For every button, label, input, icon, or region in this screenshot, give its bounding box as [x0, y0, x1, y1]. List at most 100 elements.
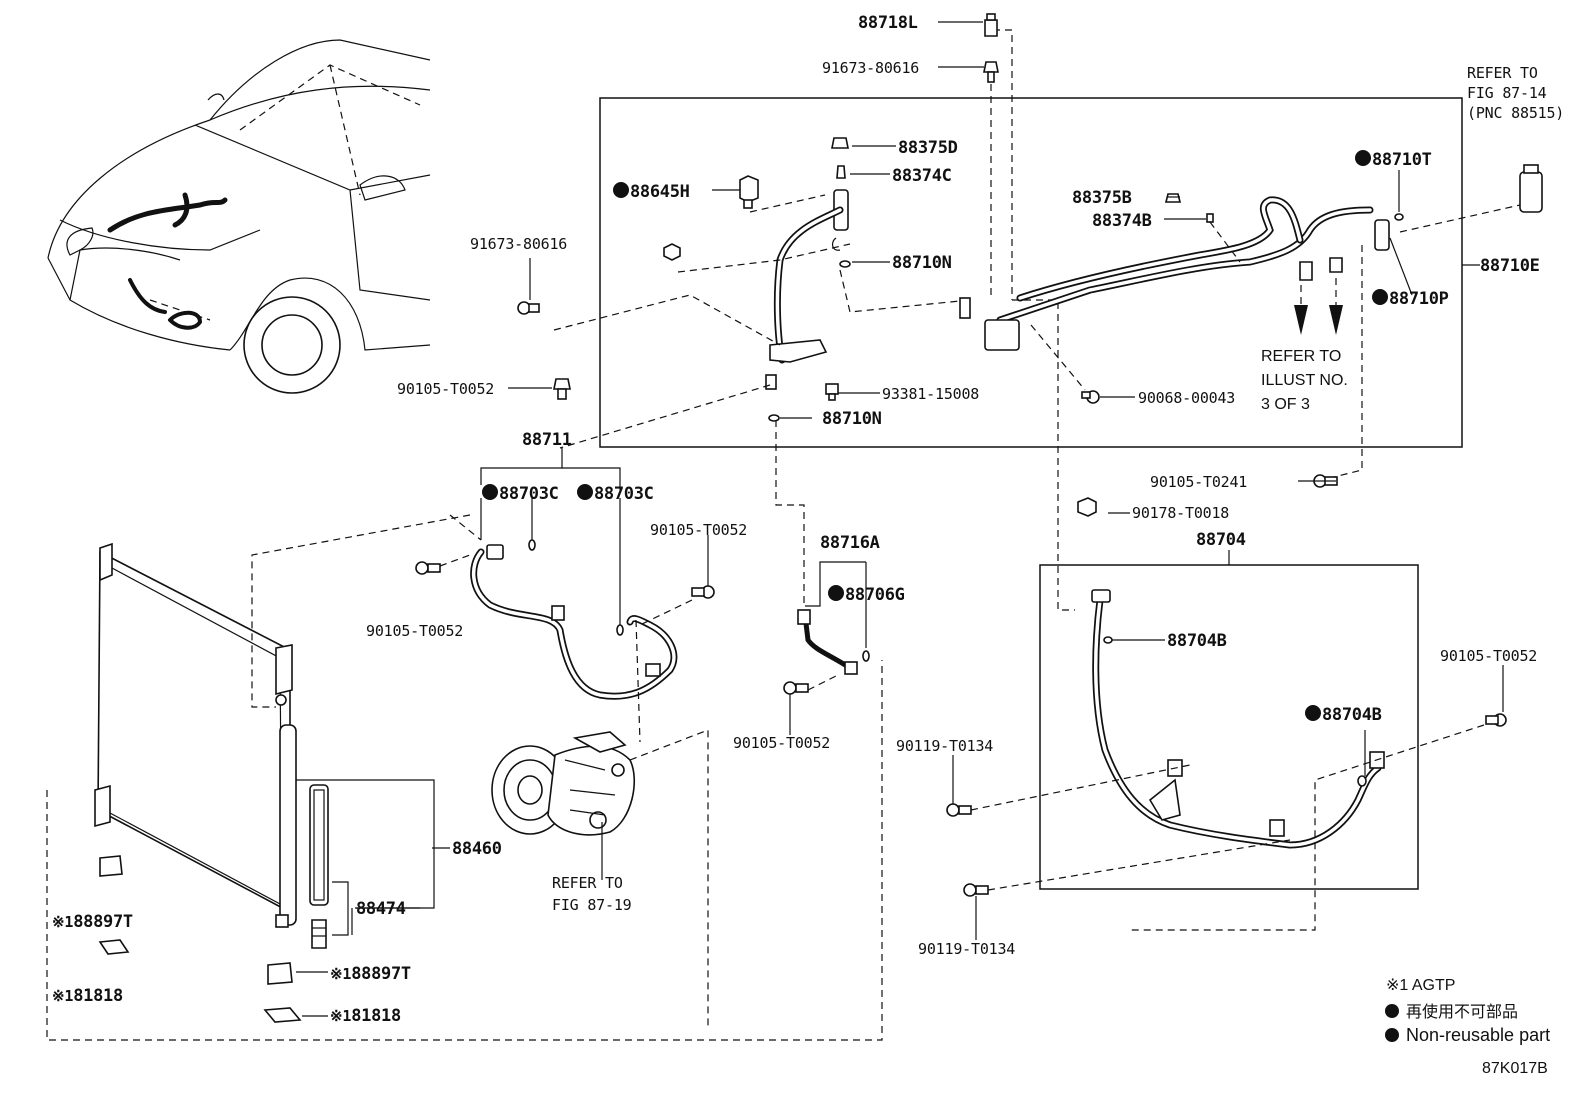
refer-fig-87-19-line2: FIG 87-19 [552, 896, 632, 914]
oring-88710N-upper [839, 260, 851, 268]
label-88897T-b: ※188897T [330, 964, 411, 984]
oring-88703C-b [616, 624, 624, 636]
figure-code: 87K017B [1482, 1060, 1548, 1077]
label-88711: 88711 [522, 430, 572, 450]
agtp-mark-2: ※1 [52, 987, 73, 1005]
refer-illust-3-line2: ILLUST NO. [1261, 372, 1348, 389]
label-90119-b: 90119-T0134 [918, 940, 1015, 958]
refer-fig-87-19-line1: REFER TO [552, 874, 623, 892]
label-88704B-b: 88704B [1322, 705, 1382, 725]
legend-agtp: ※1 AGTP [1386, 977, 1455, 994]
discharge-hose-88710E [959, 196, 1390, 351]
cap-88375B [1164, 193, 1182, 203]
agtp-mark-3: ※1 [330, 965, 351, 983]
label-91673-top: 91673-80616 [822, 59, 919, 77]
label-88710T: 88710T [1372, 150, 1432, 170]
label-90119-a: 90119-T0134 [896, 737, 993, 755]
label-88897T-a-num: 88897T [73, 912, 133, 932]
desiccant-88474 [309, 784, 329, 949]
label-81818-a-num: 81818 [73, 986, 123, 1006]
cap-88375D [831, 137, 849, 149]
legend-dot-icon-1 [1385, 1004, 1399, 1018]
bolt-90105-e [1485, 713, 1507, 727]
refer-illust-3-line1: REFER TO [1261, 348, 1341, 365]
bracket-88897T-a [99, 855, 123, 877]
label-88710N-upper: 88710N [892, 253, 952, 273]
nut-icon-upper [663, 243, 681, 261]
label-88474: 88474 [356, 899, 406, 919]
bolt-90105-c [691, 585, 715, 599]
label-91673-left: 91673-80616 [470, 235, 567, 253]
valve-core-88374C [836, 165, 846, 179]
label-90105-e: 90105-T0052 [1440, 647, 1537, 665]
upper-assembly-box [599, 97, 1463, 448]
label-81818-a: ※181818 [52, 986, 123, 1006]
label-88374C: 88374C [892, 166, 952, 186]
label-88718L: 88718L [858, 13, 918, 33]
label-90105-d: 90105-T0052 [733, 734, 830, 752]
label-90105-a: 90105-T0052 [397, 380, 494, 398]
seal-81818-a [98, 939, 130, 955]
label-88374B: 88374B [1092, 211, 1152, 231]
label-88375B: 88375B [1072, 188, 1132, 208]
bolt-90119-a [946, 803, 972, 817]
oring-88704B-a [1103, 636, 1113, 644]
label-88375D: 88375D [898, 138, 958, 158]
bolt-90119-b [963, 883, 989, 897]
label-90105-T0241: 90105-T0241 [1150, 473, 1247, 491]
refer-fig-87-14: REFER TO FIG 87-14 (PNC 88515) [1467, 64, 1564, 122]
label-93381: 93381-15008 [882, 385, 979, 403]
label-88710N-lower: 88710N [822, 409, 882, 429]
compressor [491, 731, 636, 836]
suction-hose-88711 [470, 544, 678, 700]
fitting-88718L [984, 13, 998, 37]
refer-arrow-icon-2 [1329, 278, 1343, 335]
legend-non-reusable-en: Non-reusable part [1406, 1025, 1550, 1045]
label-88460: 88460 [452, 839, 502, 859]
label-88704: 88704 [1196, 530, 1246, 550]
bolt-90068 [1081, 390, 1100, 404]
label-90068: 90068-00043 [1138, 389, 1235, 407]
label-88710E: 88710E [1480, 256, 1540, 276]
label-90105-c: 90105-T0052 [650, 521, 747, 539]
oring-88710T [1394, 213, 1404, 221]
refer-illust-3: REFER TO ILLUST NO. 3 OF 3 [1261, 348, 1348, 413]
bolt-90105-b [415, 561, 441, 575]
agtp-mark-4: ※1 [330, 1007, 351, 1025]
label-88706G: 88706G [845, 585, 905, 605]
label-88703C-b: 88703C [594, 484, 654, 504]
refer-illust-3-line3: 3 OF 3 [1261, 396, 1310, 413]
refer-fig-87-14-line2: FIG 87-14 [1467, 84, 1547, 102]
bolt-91673-top [983, 61, 999, 83]
refer-fig-87-14-line1: REFER TO [1467, 64, 1538, 82]
oring-88710N-lower [768, 414, 780, 422]
discharge-hose-88704 [1091, 589, 1385, 849]
label-88704B-a: 88704B [1167, 631, 1227, 651]
bracket-88897T-b [267, 962, 293, 985]
legend-dot-icon-2 [1385, 1028, 1399, 1042]
legend-non-reusable-jp: 再使用不可部品 [1406, 1003, 1518, 1021]
seal-81818-b [263, 1007, 302, 1023]
liquid-pipe-88716A [797, 609, 870, 675]
label-88897T-b-num: 88897T [351, 964, 411, 984]
label-88710P: 88710P [1389, 289, 1449, 309]
bolt-91673-left [517, 301, 540, 315]
refer-fig-87-19: REFER TO FIG 87-19 [552, 874, 632, 914]
oring-88703C-a [528, 539, 536, 551]
condenser-88460 [94, 542, 297, 928]
suction-pipe-left [765, 189, 849, 390]
bolt-90105-d [783, 681, 809, 695]
label-88716A: 88716A [820, 533, 880, 553]
label-88703C-a: 88703C [499, 484, 559, 504]
label-88897T-a: ※188897T [52, 912, 133, 932]
bolt-90178 [1077, 497, 1097, 517]
label-90178: 90178-T0018 [1132, 504, 1229, 522]
legend: ※1 AGTP 再使用不可部品 Non-reusable part [1385, 977, 1550, 1045]
vehicle-illustration [47, 39, 431, 394]
agtp-mark-1: ※1 [52, 913, 73, 931]
pressure-switch-88645H [739, 175, 759, 209]
refer-fig-87-14-line3: (PNC 88515) [1467, 104, 1564, 122]
label-90105-b: 90105-T0052 [366, 622, 463, 640]
valve-core-88374B [1206, 213, 1214, 223]
